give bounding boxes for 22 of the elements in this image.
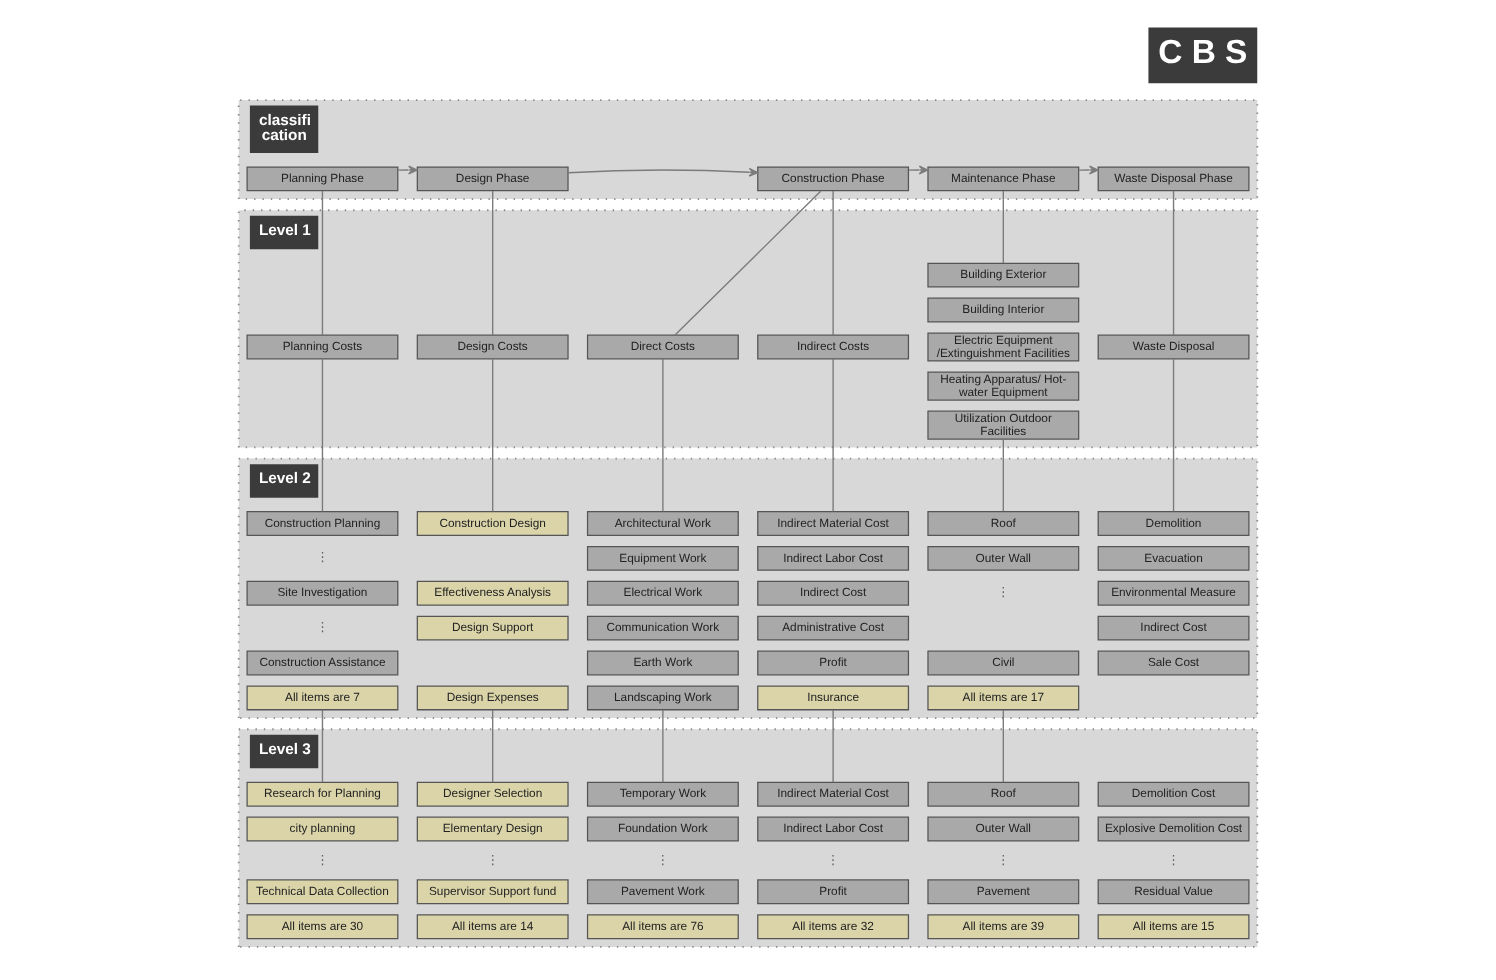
connector: [1172, 190, 1175, 336]
connector: [1002, 709, 1005, 783]
connector: [1002, 190, 1005, 264]
diagram-title: C B S: [1158, 32, 1248, 71]
connector: [321, 190, 324, 336]
connector: [491, 709, 494, 783]
connector: [1002, 438, 1005, 512]
arrow: [567, 167, 759, 177]
connector: [321, 358, 324, 512]
connector: [674, 190, 822, 336]
arrow: [908, 165, 929, 175]
connector: [662, 709, 664, 783]
connector: [832, 709, 834, 783]
connector: [832, 190, 834, 336]
arrow: [1078, 165, 1099, 175]
arrow: [397, 165, 418, 175]
connector: [1172, 358, 1175, 512]
connector: [662, 358, 664, 512]
connector: [832, 358, 834, 512]
connector: [491, 190, 494, 336]
connector: [491, 358, 494, 512]
connector: [321, 709, 324, 783]
